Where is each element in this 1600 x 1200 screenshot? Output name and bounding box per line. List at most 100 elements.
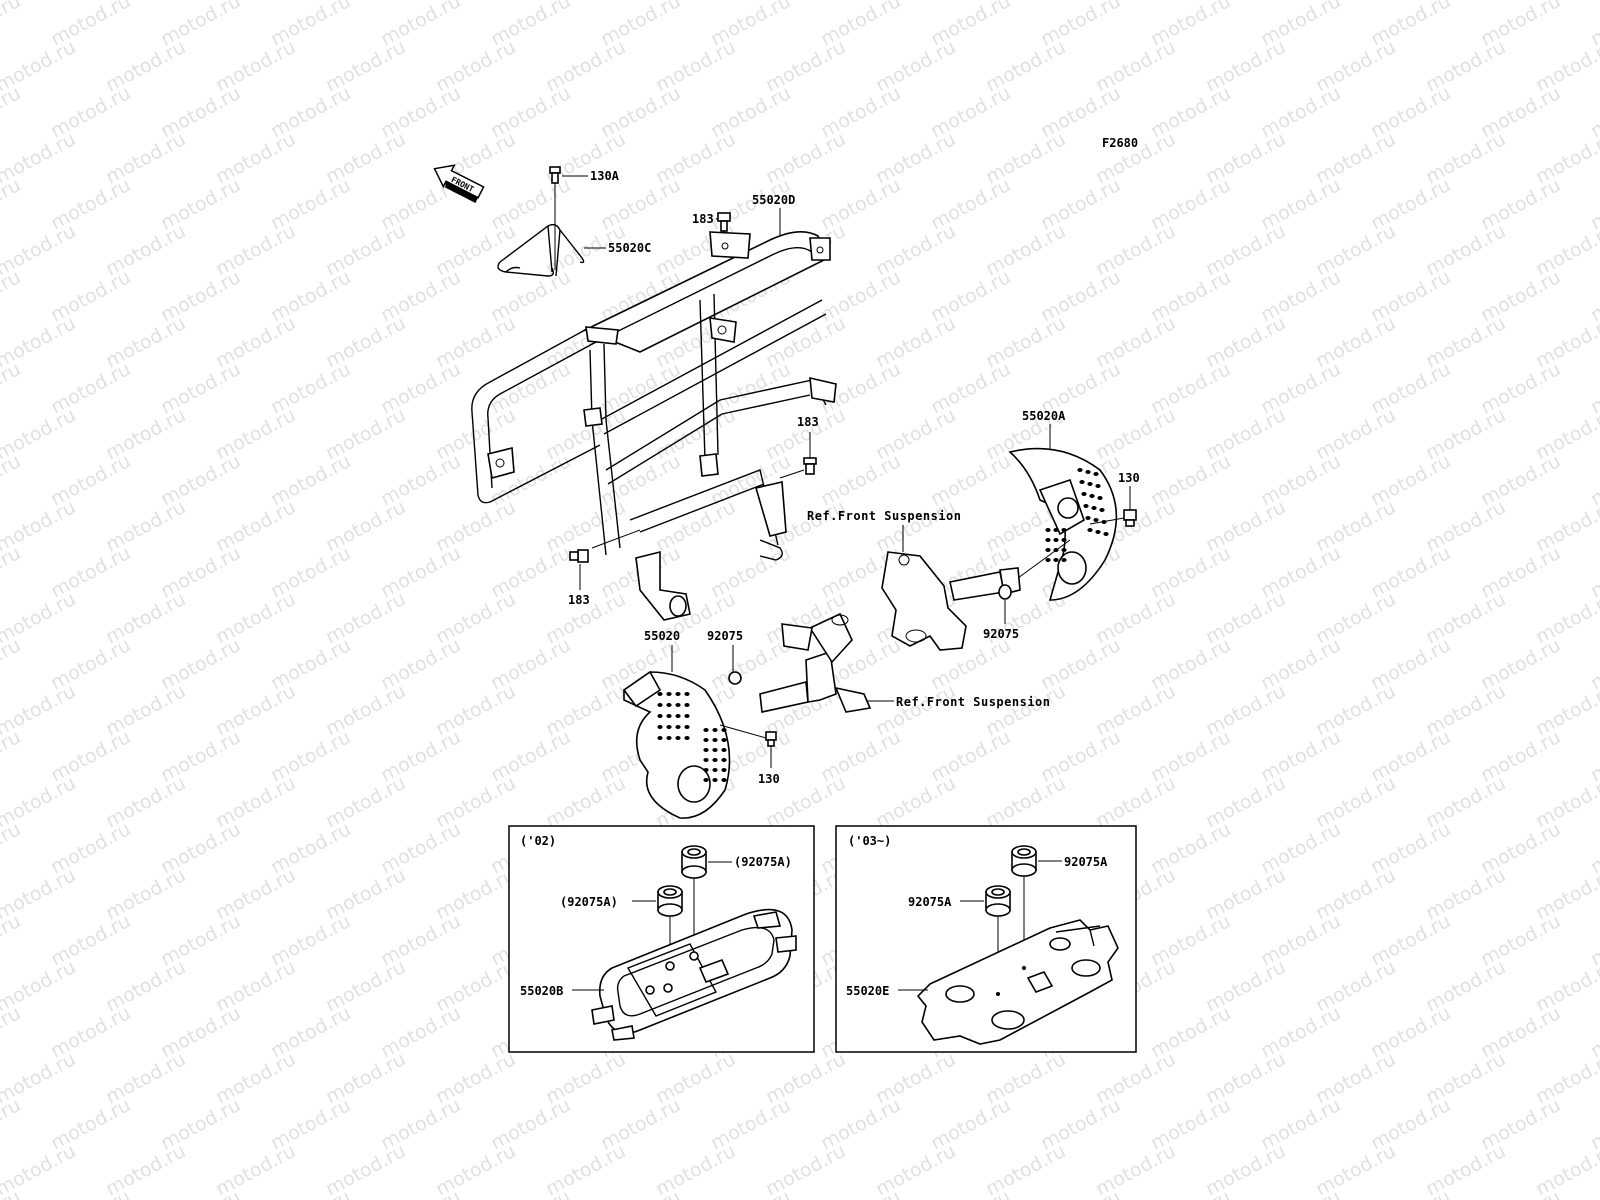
watermark-text: motod.ru	[0, 634, 24, 694]
vent-hole	[666, 736, 672, 740]
watermark-text: motod.ru	[1532, 1140, 1600, 1200]
vent-hole	[1083, 504, 1089, 508]
watermark-text: motod.ru	[0, 82, 24, 142]
vent-hole	[721, 728, 727, 732]
watermark-text: motod.ru	[0, 542, 24, 602]
watermark-text: motod.ru	[0, 726, 24, 786]
watermark-text: motod.ru	[0, 266, 24, 326]
damper-92075a-mid-right-icon	[985, 885, 1011, 994]
watermark-text: motod.ru	[0, 174, 24, 234]
vent-hole	[721, 768, 727, 772]
watermark-text: motod.ru	[707, 1186, 794, 1200]
vent-hole	[1103, 532, 1109, 536]
vent-hole	[721, 748, 727, 752]
front-arrow-icon: FRONT	[433, 164, 485, 203]
watermark-text: motod.ru	[0, 450, 24, 510]
label-55020c: 55020C	[608, 241, 651, 255]
vent-hole	[1097, 496, 1103, 500]
vent-hole	[703, 738, 709, 742]
vent-hole	[684, 736, 690, 740]
watermark-text: motod.ru	[487, 1186, 574, 1200]
watermark-text: motod.ru	[157, 1186, 244, 1200]
watermark-text: motod.ru	[1587, 1186, 1600, 1200]
watermark-text: motod.ru	[377, 1186, 464, 1200]
watermark-text: motod.ru	[0, 358, 24, 418]
vent-hole	[1053, 538, 1059, 542]
vent-hole	[657, 736, 663, 740]
disc-cover-55020: 55020	[622, 629, 731, 819]
inset-2003-top-label: 92075A	[1064, 855, 1108, 869]
vent-hole	[1045, 558, 1051, 562]
vent-hole	[703, 728, 709, 732]
vent-hole	[1085, 516, 1091, 520]
vent-hole	[1095, 484, 1101, 488]
inset-2003-year: ('03~)	[848, 834, 891, 848]
inset-2003: ('03~) 92075A 92075A	[835, 825, 1137, 1053]
knuckle-right: Ref.Front Suspension	[807, 509, 1071, 651]
vent-hole	[1045, 548, 1051, 552]
label-55020a: 55020A	[1022, 409, 1066, 423]
label-130a: 130A	[590, 169, 620, 183]
bolt-183-low: 183	[568, 529, 641, 607]
bolt-130a: 130A	[549, 166, 620, 270]
vent-hole	[684, 703, 690, 707]
vent-hole	[1091, 506, 1097, 510]
vent-hole	[712, 748, 718, 752]
watermark-text: motod.ru	[817, 1186, 904, 1200]
label-92075-right: 92075	[983, 627, 1019, 641]
vent-hole	[666, 714, 672, 718]
inset-2002: ('02) (92075A) (92075A)	[508, 825, 815, 1053]
label-55020d: 55020D	[752, 193, 795, 207]
vent-hole	[721, 758, 727, 762]
bolt-130-right: 130	[1089, 471, 1140, 527]
vent-hole	[703, 758, 709, 762]
vent-hole	[675, 725, 681, 729]
disc-cover-55020a: 55020A	[1008, 409, 1118, 601]
vent-hole	[1099, 508, 1105, 512]
watermark-text: motod.ru	[0, 1094, 24, 1154]
vent-hole	[1061, 528, 1067, 532]
inset-2003-part-label: 55020E	[846, 984, 889, 998]
vent-hole	[684, 692, 690, 696]
vent-hole	[721, 738, 727, 742]
vent-hole	[712, 758, 718, 762]
watermark-text: motod.ru	[47, 1186, 134, 1200]
watermark-text: motod.ru	[1367, 1186, 1454, 1200]
watermark-text: motod.ru	[927, 1186, 1014, 1200]
label-130-right: 130	[1118, 471, 1140, 485]
vent-hole	[1093, 472, 1099, 476]
vent-hole	[675, 703, 681, 707]
vent-hole	[703, 768, 709, 772]
vent-hole	[1093, 518, 1099, 522]
vent-hole	[1089, 494, 1095, 498]
inset-2002-part-label: 55020B	[520, 984, 563, 998]
knuckle-left: Ref.Front Suspension	[759, 612, 1051, 713]
vent-hole	[666, 692, 672, 696]
vent-hole	[666, 725, 672, 729]
skid-plate-55020e	[916, 919, 1119, 1045]
label-183-mid: 183	[797, 415, 819, 429]
label-55020: 55020	[644, 629, 680, 643]
label-130-left: 130	[758, 772, 780, 786]
vent-hole	[657, 714, 663, 718]
vent-hole	[657, 692, 663, 696]
watermark-text: motod.ru	[267, 1186, 354, 1200]
vent-hole	[712, 728, 718, 732]
vent-hole	[684, 714, 690, 718]
inset-2002-year: ('02)	[520, 834, 556, 848]
vent-hole	[1045, 538, 1051, 542]
damper-92075a-mid-icon	[657, 885, 683, 985]
inset-2003-mid-label: 92075A	[908, 895, 952, 909]
watermark-text: motod.ru	[1037, 1186, 1124, 1200]
bolt-183-mid: 183	[779, 415, 819, 479]
vent-hole	[675, 736, 681, 740]
vent-hole	[721, 778, 727, 782]
label-183-top: 183	[692, 212, 714, 226]
watermark-text: motod.ru	[0, 910, 24, 970]
ref-front-suspension-lower: Ref.Front Suspension	[896, 695, 1051, 709]
vent-hole	[1081, 492, 1087, 496]
vent-hole	[1061, 558, 1067, 562]
vent-hole	[1053, 558, 1059, 562]
watermark-text: motod.ru	[1257, 1186, 1344, 1200]
vent-hole	[703, 778, 709, 782]
